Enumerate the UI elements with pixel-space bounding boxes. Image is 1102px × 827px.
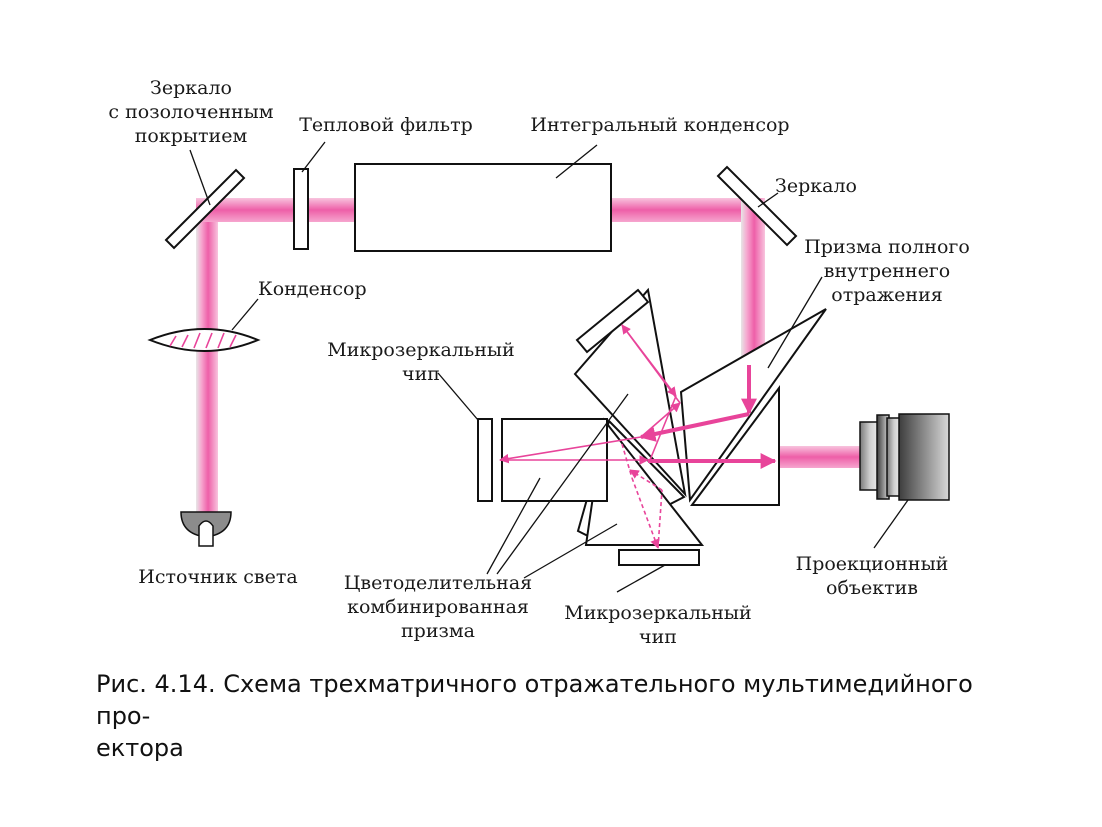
heat-filter-label: Тепловой фильтр [299,114,473,136]
dmd-chip-left [477,418,493,502]
projection-lens-label-2: объектив [826,577,918,599]
light-source [180,511,232,547]
labels: Зеркало с позолоченным покрытием Теплово… [108,77,969,648]
integral-condenser [354,163,612,252]
figure-caption: Рис. 4.14. Схема трехматричного отражате… [96,668,996,764]
dmd-chip-left-label-2: чип [402,363,440,385]
dmd-chip-top [575,288,650,354]
gold-mirror-label-2: с позолоченным [108,101,273,123]
color-prism-label-2: комбинированная [347,596,529,618]
condenser-label: Конденсор [258,278,367,300]
dmd-chip-left-label-1: Микрозеркальный [327,339,514,361]
fold-mirror [716,165,798,247]
heat-filter [293,168,309,250]
gold-mirror [164,168,246,250]
color-prism-label-3: призма [401,620,475,642]
tir-prism-label-3: отражения [831,284,942,306]
integral-condenser-label: Интегральный конденсор [530,114,789,136]
tir-prism-label-1: Призма полного [804,236,970,258]
dmd-chip-bottom [618,549,700,566]
figure-caption-line-2: ектора [96,734,184,762]
projection-lens [859,413,950,501]
figure-caption-line-1: Рис. 4.14. Схема трехматричного отражате… [96,670,973,730]
mirror-label: Зеркало [775,175,857,197]
condenser-lens [147,328,261,352]
tir-prism-label-2: внутреннего [824,260,950,282]
leader-lines [189,141,909,593]
light-rays [499,324,777,549]
gold-mirror-label-1: Зеркало [150,77,232,99]
dmd-chip-bottom-label-2: чип [639,626,677,648]
dmd-chip-bottom-label-1: Микрозеркальный [564,602,751,624]
gold-mirror-label-3: покрытием [135,125,248,147]
projection-lens-label-1: Проекционный [796,553,949,575]
color-prism-label-1: Цветоделительная [344,572,532,594]
light-source-label: Источник света [138,566,297,588]
